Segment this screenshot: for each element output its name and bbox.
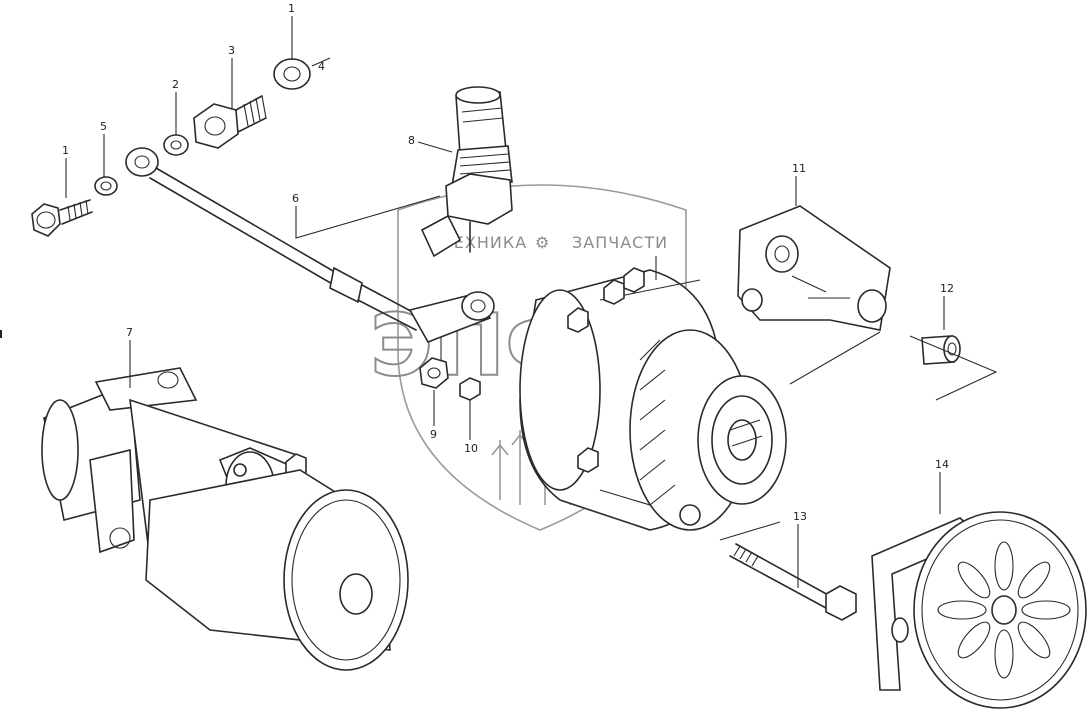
spacer-12 (921, 335, 961, 365)
fitting-3 (193, 95, 267, 149)
watermark-gear-icon: ⚙ (535, 233, 550, 252)
bracket-11 (737, 205, 891, 331)
bolt-13 (729, 543, 857, 621)
watermark-left-word: ТЕХНИКА (442, 233, 527, 252)
banjo-fitting (408, 291, 495, 343)
callout-14: 14 (935, 458, 949, 471)
banjo-bolt-1 (31, 199, 93, 237)
cover-14 (871, 511, 1087, 709)
callout-10: 10 (464, 442, 478, 455)
callout-1-cover: 1 (288, 2, 295, 15)
callout-9: 9 (430, 428, 437, 441)
callout-8: 8 (408, 134, 415, 147)
watermark-right-word: ЗАПЧАСТИ (572, 233, 668, 252)
callout-2: 2 (172, 78, 179, 91)
callout-4: 4 (318, 60, 325, 73)
sensor-8 (420, 86, 513, 258)
fuel-pipe-6 (125, 147, 421, 331)
starter-motor-7 (41, 367, 409, 671)
callouts: 1 1 2 3 4 5 6 7 8 9 10 11 12 13 14 (62, 2, 954, 523)
nut-9 (419, 357, 449, 389)
callout-3: 3 (228, 44, 235, 57)
washer-2 (163, 134, 189, 156)
alternator (519, 267, 787, 531)
callout-5: 5 (100, 120, 107, 133)
callout-7: 7 (126, 326, 133, 339)
washer-5 (94, 176, 118, 196)
leader-lines (65, 16, 998, 588)
callout-12: 12 (940, 282, 954, 295)
callout-13: 13 (793, 510, 807, 523)
callout-11: 11 (792, 162, 806, 175)
edge-mark (0, 330, 2, 338)
callout-6: 6 (292, 192, 299, 205)
callout-1-bolt: 1 (62, 144, 69, 157)
nut-10 (459, 377, 481, 401)
